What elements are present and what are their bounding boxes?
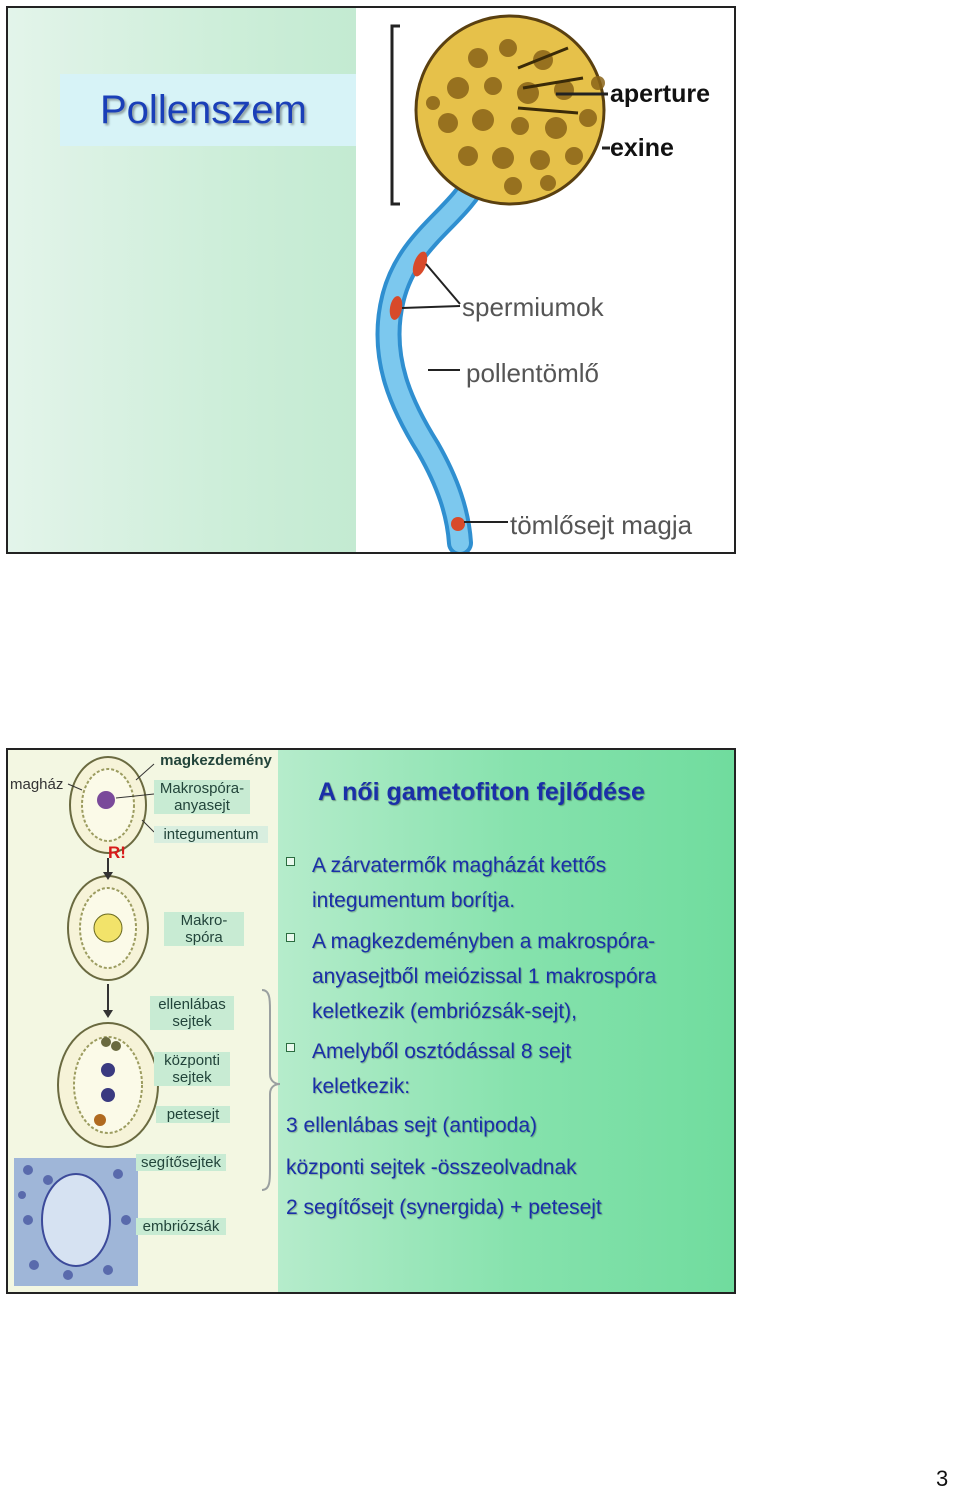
bullet-marker bbox=[286, 857, 295, 866]
label-integumentum: integumentum bbox=[154, 826, 268, 843]
magkezdemeny-pointer bbox=[135, 763, 155, 781]
grouping-brace bbox=[261, 989, 281, 1191]
bullet-1: A zárvatermők magházát kettős integument… bbox=[286, 848, 726, 918]
slide-gametofiton: magház magkezdemény Makrospóra- anyasejt… bbox=[6, 748, 736, 1294]
exine-pattern bbox=[426, 39, 605, 195]
label-makrospora: Makro- spóra bbox=[164, 912, 244, 946]
slide-title: Pollenszem bbox=[100, 88, 307, 132]
sperm-pointer-1 bbox=[425, 263, 461, 305]
bullet-marker bbox=[286, 933, 295, 942]
slide-title: A női gametofiton fejlődése bbox=[318, 778, 645, 806]
label-maghaz: magház bbox=[10, 776, 64, 793]
title-box bbox=[60, 74, 370, 146]
bullet-3: Amelyből osztódással 8 sejt keletkezik: bbox=[286, 1034, 726, 1104]
aperture-slits bbox=[517, 46, 584, 115]
page-number: 3 bbox=[936, 1466, 949, 1491]
bullet-2: A magkezdeményben a makrospóra- anyasejt… bbox=[286, 924, 726, 1029]
label-spermiumok: spermiumok bbox=[462, 292, 604, 322]
maghaz-pointer bbox=[67, 783, 83, 791]
integumentum-pointer bbox=[141, 819, 155, 833]
label-magkezdemeny: magkezdemény bbox=[160, 752, 272, 769]
embryo-sac-micrograph bbox=[14, 1158, 138, 1286]
arrow-1-head bbox=[103, 872, 113, 880]
tube-nucleus bbox=[451, 517, 465, 531]
line-synergida: 2 segítősejt (synergida) + petesejt bbox=[286, 1196, 602, 1219]
pollen-grain-illustration bbox=[375, 14, 610, 552]
label-segitosejtek: segítősejtek bbox=[136, 1154, 226, 1171]
label-exine: exine bbox=[610, 134, 674, 162]
sperm-cell-1 bbox=[412, 251, 428, 277]
sperm-cell-2 bbox=[389, 296, 403, 320]
arrow-2-head bbox=[103, 1010, 113, 1018]
label-pollentomlo: pollentömlő bbox=[466, 358, 599, 388]
label-makrospora-anyasejt: Makrospóra- anyasejt bbox=[154, 780, 250, 814]
label-aperture: aperture bbox=[610, 80, 711, 108]
line-kozponti: központi sejtek -összeolvadnak bbox=[286, 1156, 577, 1179]
line-antipoda: 3 ellenlábas sejt (antipoda) bbox=[286, 1114, 537, 1137]
label-kozponti-sejtek: központi sejtek bbox=[154, 1052, 230, 1086]
slide-pollenszem: Pollenszem bbox=[6, 6, 736, 554]
label-tomlosejt-magja: tömlősejt magja bbox=[510, 510, 693, 540]
exine-bracket bbox=[390, 24, 400, 206]
anyasejt-pointer bbox=[115, 793, 155, 799]
ovule-stage-1 bbox=[69, 756, 147, 854]
bullet-marker bbox=[286, 1043, 295, 1052]
label-embriozsak: embriózsák bbox=[136, 1218, 226, 1235]
label-r-mark: R! bbox=[108, 843, 126, 862]
sperm-pointer-2 bbox=[401, 305, 461, 309]
pollen-tube-inner bbox=[379, 167, 487, 552]
ovule-stage-2 bbox=[67, 875, 149, 981]
ovule-stage-3 bbox=[57, 1022, 159, 1148]
label-petesejt: petesejt bbox=[156, 1106, 230, 1123]
label-ellenlabas-sejtek: ellenlábas sejtek bbox=[150, 996, 234, 1030]
